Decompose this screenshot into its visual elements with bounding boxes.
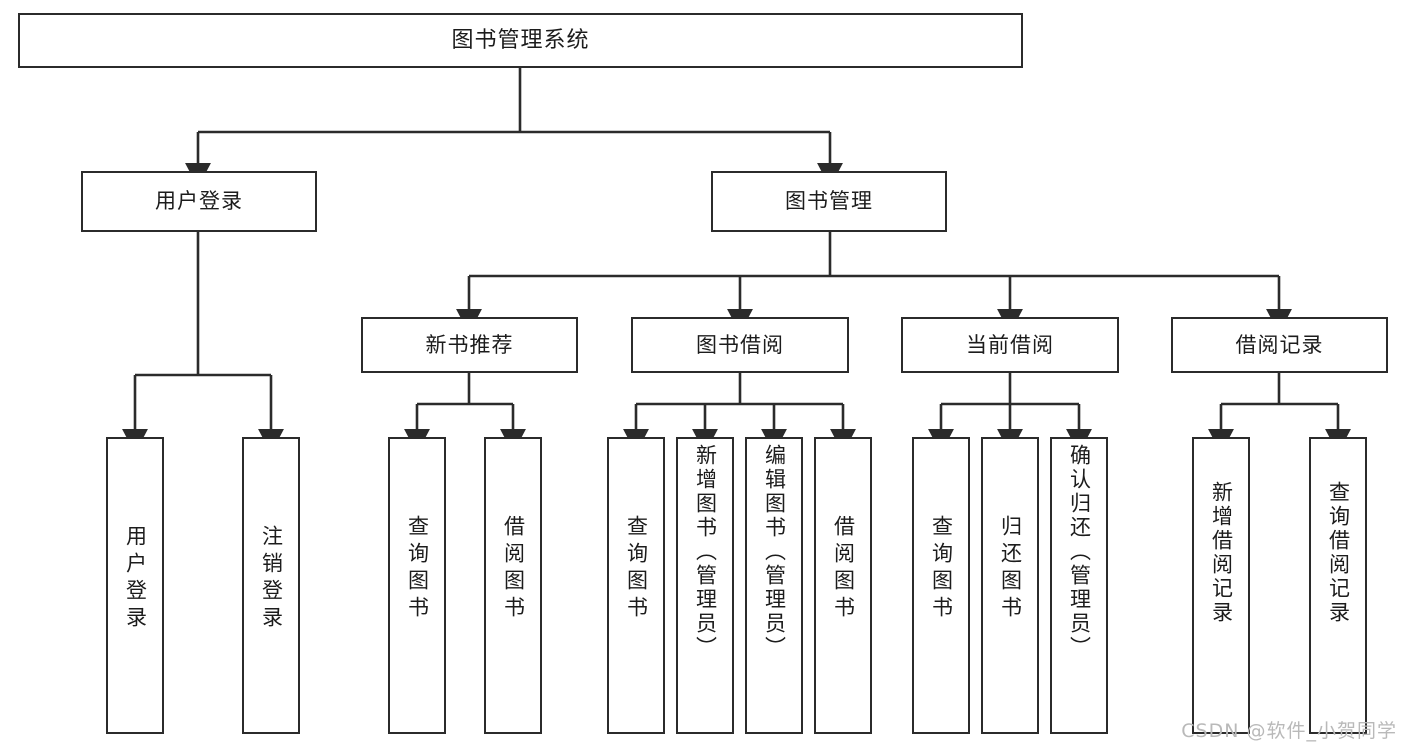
node-label: 归还图书 — [998, 515, 1023, 623]
node-label: 查询图书 — [929, 515, 954, 623]
node-leaf-return-book[interactable]: 归还图书 — [981, 437, 1039, 734]
node-label: 编辑图书（管理员） — [762, 444, 787, 660]
node-label: 当前借阅 — [966, 332, 1054, 357]
node-leaf-add-record[interactable]: 新增借阅记录 — [1192, 437, 1250, 734]
node-label: 新增借阅记录 — [1209, 481, 1234, 625]
node-user-login[interactable]: 用户登录 — [81, 171, 317, 232]
node-leaf-query-book-1[interactable]: 查询图书 — [388, 437, 446, 734]
node-label: 用户登录 — [155, 189, 243, 214]
node-label: 图书管理系统 — [451, 27, 590, 53]
node-leaf-edit-book[interactable]: 编辑图书（管理员） — [745, 437, 803, 734]
node-label: 注销登录 — [259, 525, 284, 633]
node-leaf-add-book[interactable]: 新增图书（管理员） — [676, 437, 734, 734]
node-label: 新书推荐 — [425, 332, 514, 357]
node-current-borrow[interactable]: 当前借阅 — [901, 317, 1119, 373]
node-label: 图书管理 — [785, 189, 873, 214]
node-book-borrow[interactable]: 图书借阅 — [631, 317, 849, 373]
node-book-management[interactable]: 图书管理 — [711, 171, 947, 232]
node-label: 查询借阅记录 — [1326, 481, 1351, 625]
node-new-book-recommend[interactable]: 新书推荐 — [361, 317, 578, 373]
node-book-management-system[interactable]: 图书管理系统 — [18, 13, 1023, 68]
node-leaf-query-book-2[interactable]: 查询图书 — [607, 437, 665, 734]
node-label: 图书借阅 — [696, 332, 784, 357]
node-label: 查询图书 — [624, 515, 649, 623]
node-label: 借阅图书 — [831, 515, 856, 623]
node-label: 确认归还（管理员） — [1067, 444, 1092, 660]
node-label: 查询图书 — [405, 515, 430, 623]
node-leaf-logout-login[interactable]: 注销登录 — [242, 437, 300, 734]
csdn-watermark: CSDN @软件_小贺同学 — [1181, 720, 1397, 742]
node-leaf-query-book-3[interactable]: 查询图书 — [912, 437, 970, 734]
node-label: 用户登录 — [123, 525, 148, 633]
node-borrow-record[interactable]: 借阅记录 — [1171, 317, 1388, 373]
node-label: 借阅图书 — [501, 515, 526, 623]
node-leaf-borrow-book-1[interactable]: 借阅图书 — [484, 437, 542, 734]
node-label: 新增图书（管理员） — [693, 444, 718, 660]
node-leaf-query-record[interactable]: 查询借阅记录 — [1309, 437, 1367, 734]
node-label: 借阅记录 — [1235, 332, 1324, 357]
node-leaf-borrow-book-2[interactable]: 借阅图书 — [814, 437, 872, 734]
node-leaf-confirm-return[interactable]: 确认归还（管理员） — [1050, 437, 1108, 734]
node-leaf-user-login[interactable]: 用户登录 — [106, 437, 164, 734]
